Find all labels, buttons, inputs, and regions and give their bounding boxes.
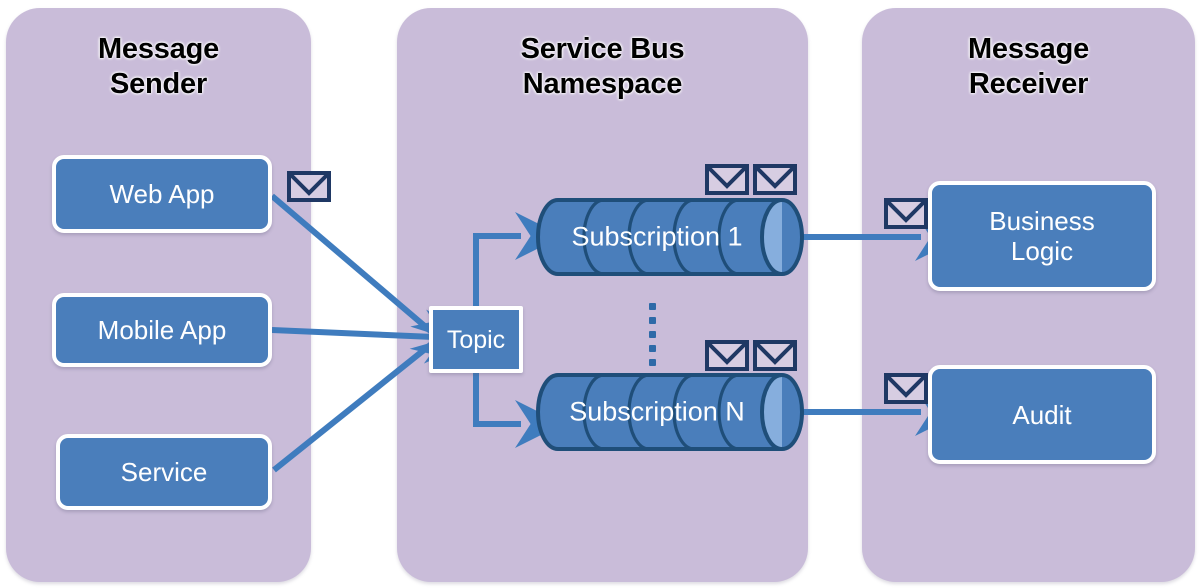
envelope-glyph [705, 340, 749, 371]
envelope-icon-subscription-n-a [705, 340, 749, 371]
cylinder-subscription-n[interactable]: Subscription N [536, 372, 804, 452]
panel-title-service-bus-namespace: Service Bus Namespace [520, 33, 685, 100]
panel-title-message-receiver: Message Receiver [967, 33, 1090, 100]
node-label-business-logic: Business Logic [989, 206, 1095, 266]
envelope-icon-business-logic [884, 198, 928, 229]
envelope-glyph [753, 340, 797, 371]
node-topic[interactable]: Topic [429, 306, 523, 373]
node-label-topic: Topic [446, 325, 506, 354]
cylinder-shape-subscription-1 [536, 198, 804, 276]
ellipsis-dot [649, 317, 656, 324]
envelope-icon-web-app [287, 171, 331, 202]
envelope-glyph [287, 171, 331, 202]
node-web-app[interactable]: Web App [52, 155, 272, 233]
envelope-icon-subscription-1-a [705, 164, 749, 195]
ellipsis-dot [649, 331, 656, 338]
envelope-glyph [753, 164, 797, 195]
node-service[interactable]: Service [56, 434, 272, 510]
ellipsis-dot [649, 359, 656, 366]
panel-message-receiver: Message Receiver [862, 8, 1195, 582]
envelope-icon-audit [884, 373, 928, 404]
ellipsis-dot [649, 345, 656, 352]
node-mobile-app[interactable]: Mobile App [52, 293, 272, 367]
envelope-glyph [884, 373, 928, 404]
subscription-ellipsis [649, 303, 656, 373]
envelope-glyph [705, 164, 749, 195]
panel-title-message-sender: Message Sender [97, 33, 220, 100]
ellipsis-dot [649, 303, 656, 310]
envelope-icon-subscription-n-b [753, 340, 797, 371]
node-label-service: Service [120, 457, 208, 487]
node-audit[interactable]: Audit [928, 365, 1156, 464]
envelope-glyph [884, 198, 928, 229]
node-label-web-app: Web App [109, 179, 215, 209]
node-business-logic[interactable]: Business Logic [928, 181, 1156, 291]
panel-service-bus-namespace: Service Bus Namespace [397, 8, 808, 582]
envelope-icon-subscription-1-b [753, 164, 797, 195]
cylinder-shape-subscription-n [536, 373, 804, 451]
node-label-mobile-app: Mobile App [97, 315, 227, 345]
node-label-audit: Audit [1012, 399, 1072, 430]
cylinder-subscription-1[interactable]: Subscription 1 [536, 197, 804, 277]
